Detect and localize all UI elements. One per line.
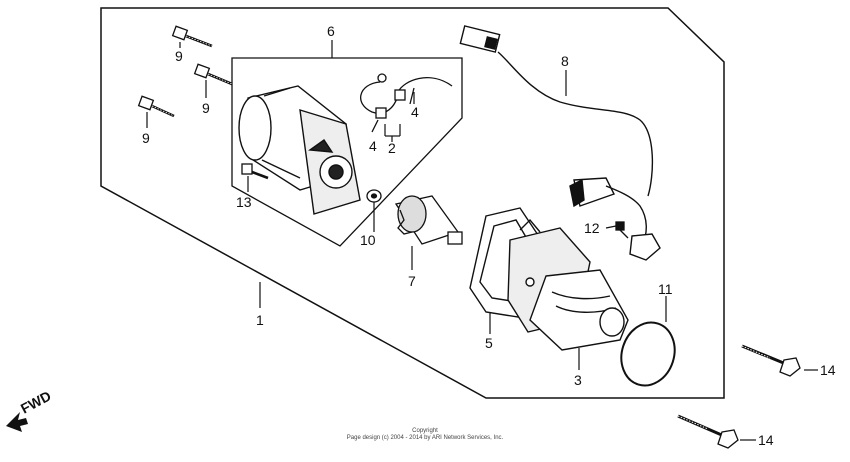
callout-13: 13 [236, 194, 252, 210]
bolt-12 [615, 221, 629, 239]
callout-1: 1 [256, 312, 264, 328]
washer-10 [366, 189, 382, 203]
callout-5: 5 [485, 335, 493, 351]
bolt-9-left [137, 95, 175, 118]
callout-8: 8 [561, 53, 569, 69]
callout-3: 3 [574, 372, 582, 388]
motor-wire [360, 73, 453, 133]
o-ring-11 [620, 321, 676, 387]
callout-9-left: 9 [142, 130, 150, 146]
callout-12: 12 [584, 220, 600, 236]
long-bolt-14-upper [741, 344, 801, 377]
reduction-case-3 [507, 218, 629, 351]
fwd-label: FWD [18, 388, 54, 417]
assembly-outline [100, 7, 725, 399]
callout-14-lower: 14 [758, 432, 774, 448]
bolt-9-middle [193, 63, 233, 86]
fwd-arrow: FWD [6, 388, 54, 432]
callout-6: 6 [327, 23, 335, 39]
callout-4-left: 4 [369, 138, 377, 154]
callout-9-middle: 9 [202, 100, 210, 116]
callout-7: 7 [408, 273, 416, 289]
callout-14-upper: 14 [820, 362, 836, 378]
page-design-credit: Page design (c) 2004 - 2014 by ARI Netwo… [346, 435, 504, 441]
drive-gear-7 [394, 195, 463, 245]
callout-4-right: 4 [411, 104, 419, 120]
motor-subassembly-outline [231, 57, 463, 247]
starter-motor [238, 85, 361, 215]
callout-10: 10 [360, 232, 376, 248]
copyright-line: Copyright [412, 428, 438, 434]
callout-2: 2 [388, 140, 396, 156]
wire-harness-8 [459, 25, 661, 261]
callout-9-top: 9 [175, 48, 183, 64]
bolt-13 [241, 163, 269, 180]
bolt-9-top [171, 25, 213, 48]
long-bolt-14-lower [677, 414, 739, 449]
leader-lines [146, 40, 818, 441]
callout-11: 11 [658, 281, 673, 297]
